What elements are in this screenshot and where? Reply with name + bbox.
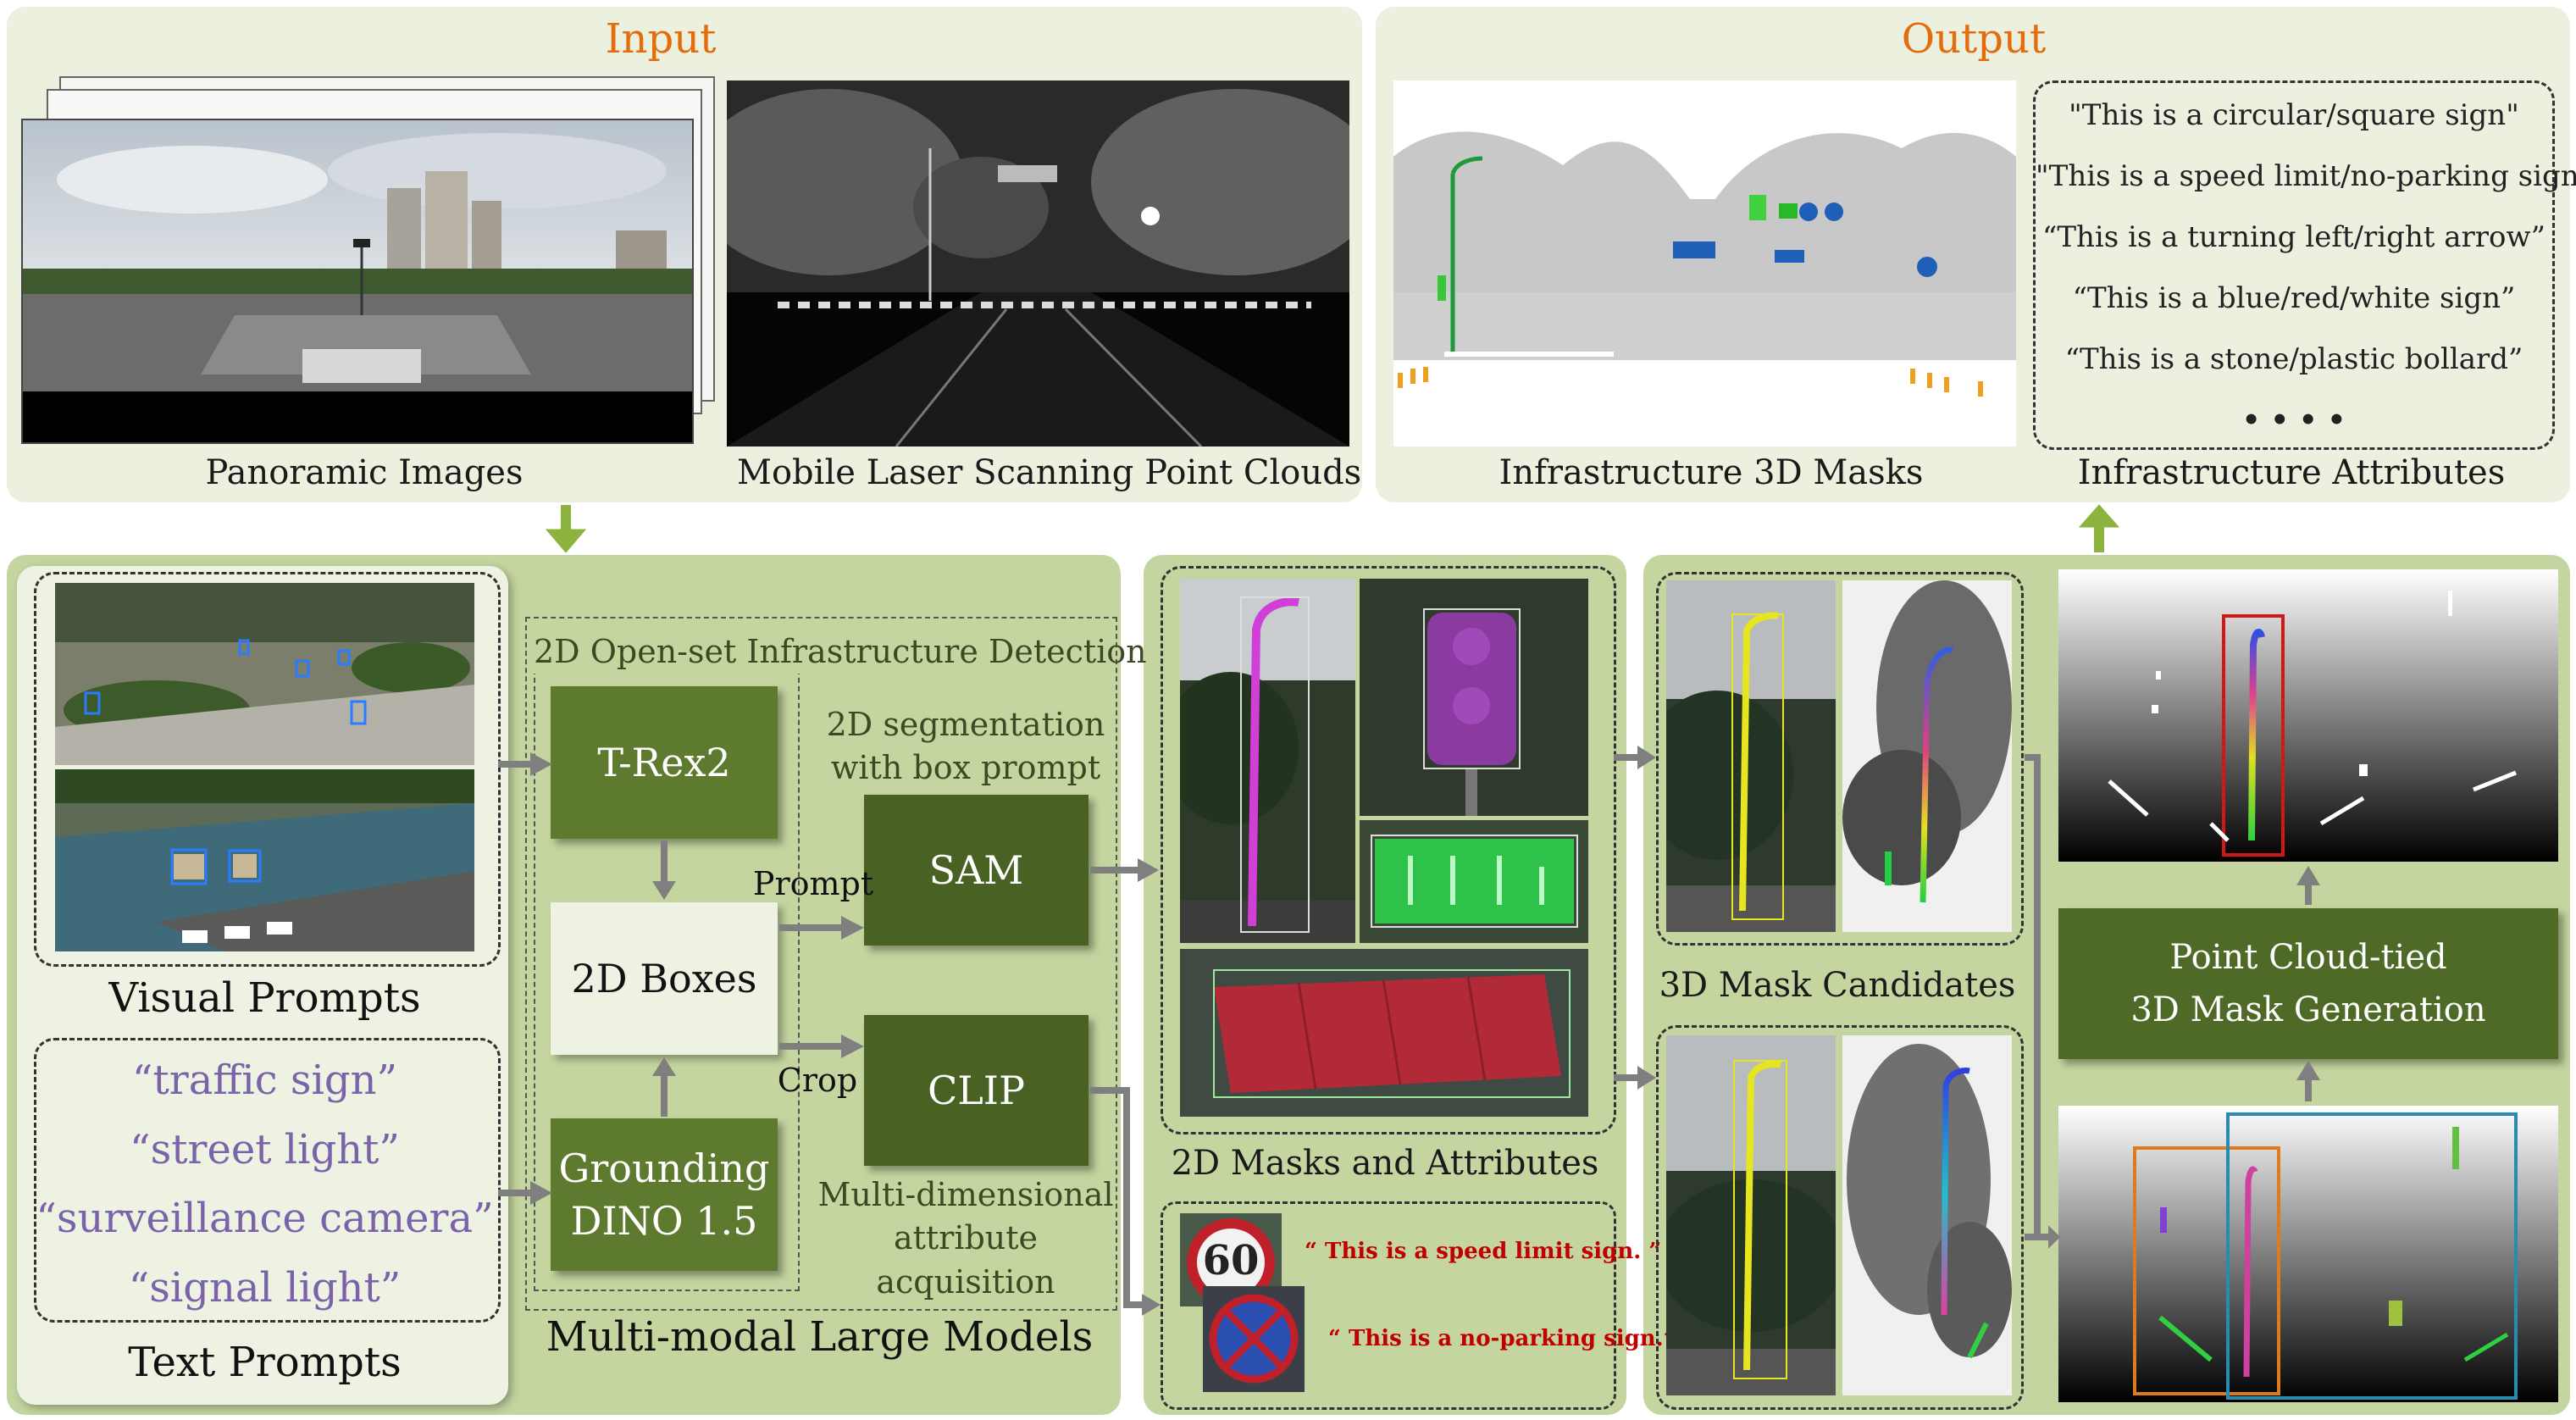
seg-note-line1: 2D segmentation xyxy=(826,706,1105,743)
sam-box: SAM xyxy=(864,795,1089,946)
text-prompts-list: “traffic sign” “street light” “surveilla… xyxy=(34,1046,496,1323)
masks-caption: Infrastructure 3D Masks xyxy=(1499,453,1924,492)
attribute-item: "This is a circular/square sign" xyxy=(2069,98,2519,132)
candidate-cloud-bottom xyxy=(1842,1035,2012,1395)
attr-note-line1: Multi-dimensional xyxy=(817,1176,1114,1213)
2d-boxes-box: 2D Boxes xyxy=(551,902,778,1055)
prompt-label: Prompt xyxy=(752,865,874,902)
candidate-photo-top xyxy=(1666,580,1836,932)
generation-line2: 3D Mask Generation xyxy=(2130,990,2486,1029)
text-prompt-item: “traffic sign” xyxy=(131,1057,398,1104)
panoramic-caption: Panoramic Images xyxy=(205,453,524,492)
visual-prompt-image-1 xyxy=(55,583,474,765)
attribute-item: “This is a turning left/right arrow” xyxy=(2041,220,2546,254)
attribute-note: Multi-dimensional attribute acquisition xyxy=(805,1173,1127,1304)
attributes-caption: Infrastructure Attributes xyxy=(2077,453,2506,492)
2d-masks-frame xyxy=(1161,566,1616,1134)
candidates-frame-top xyxy=(1656,572,2024,946)
visual-prompts-frame xyxy=(34,572,501,967)
speed-limit-quote: “ This is a speed limit sign. ” xyxy=(1305,1239,1662,1264)
attributes-box xyxy=(2033,80,2555,450)
crop-label: Crop xyxy=(777,1062,858,1099)
speed-sign-number: 60 xyxy=(1202,1237,1260,1284)
text-prompts-frame xyxy=(34,1038,501,1323)
attribute-item: “This is a blue/red/white sign” xyxy=(2072,281,2516,315)
segmentation-note: 2D segmentation with box prompt xyxy=(805,703,1127,790)
multimodal-caption: Multi-modal Large Models xyxy=(546,1313,1094,1361)
clip-box: CLIP xyxy=(864,1015,1089,1166)
candidates-caption: 3D Mask Candidates xyxy=(1659,966,2016,1005)
generation-line1: Point Cloud-tied xyxy=(2169,938,2447,977)
mls-point-cloud-image xyxy=(727,80,1349,447)
panoramic-image xyxy=(21,119,694,444)
2d-masks-caption: 2D Masks and Attributes xyxy=(1171,1144,1599,1183)
attr-note-line2: attribute acquisition xyxy=(876,1219,1055,1301)
attribute-item: “This is a stone/plastic bollard” xyxy=(2064,342,2523,376)
noparking-sign-image xyxy=(1203,1286,1305,1392)
attributes-list: "This is a circular/square sign" "This i… xyxy=(2036,85,2576,451)
input-title: Input xyxy=(605,15,717,63)
attribute-ellipsis: • • • • xyxy=(2241,403,2346,437)
grounding-dino-box: Grounding DINO 1.5 xyxy=(551,1118,778,1271)
grounding-dino-line2: DINO 1.5 xyxy=(570,1198,758,1244)
visual-prompts-caption: Visual Prompts xyxy=(108,974,421,1022)
generated-mask-image xyxy=(2058,569,2558,862)
point-cloud-tied-generation-box: Point Cloud-tied 3D Mask Generation xyxy=(2058,908,2558,1059)
mls-caption: Mobile Laser Scanning Point Clouds xyxy=(737,453,1362,492)
mask-crosswalk-image xyxy=(1180,949,1588,1117)
candidate-cloud-top xyxy=(1842,580,2012,932)
noparking-quote: “ This is a no-parking sign.” xyxy=(1328,1326,1676,1351)
open-set-detection-title: 2D Open-set Infrastructure Detection xyxy=(534,630,1147,674)
candidate-photo-bottom xyxy=(1666,1035,1836,1395)
candidates-frame-bottom xyxy=(1656,1025,2024,1410)
attribute-quotes-frame xyxy=(1161,1201,1616,1410)
mask-signal-light-image xyxy=(1360,579,1588,816)
mask-streetlight-image xyxy=(1180,579,1355,943)
visual-prompt-image-2 xyxy=(55,769,474,951)
attribute-item: "This is a speed limit/no-parking sign" xyxy=(2036,159,2576,193)
trex2-box: T-Rex2 xyxy=(551,686,778,839)
candidate-boxes-cloud-image xyxy=(2058,1106,2558,1402)
panoramic-stack xyxy=(17,76,720,449)
text-prompt-item: “surveillance camera” xyxy=(36,1195,494,1243)
output-title: Output xyxy=(1901,15,2047,63)
infrastructure-3d-masks-image xyxy=(1393,80,2016,447)
text-prompt-item: “signal light” xyxy=(128,1263,402,1312)
grounding-dino-line1: Grounding xyxy=(558,1145,770,1191)
mask-arrow-sign-image xyxy=(1360,820,1588,943)
text-prompt-item: “street light” xyxy=(130,1125,400,1173)
seg-note-line2: with box prompt xyxy=(830,749,1101,787)
text-prompts-caption: Text Prompts xyxy=(128,1339,402,1386)
multimodal-frame xyxy=(525,617,1117,1311)
speed-sign-image xyxy=(1180,1213,1282,1306)
